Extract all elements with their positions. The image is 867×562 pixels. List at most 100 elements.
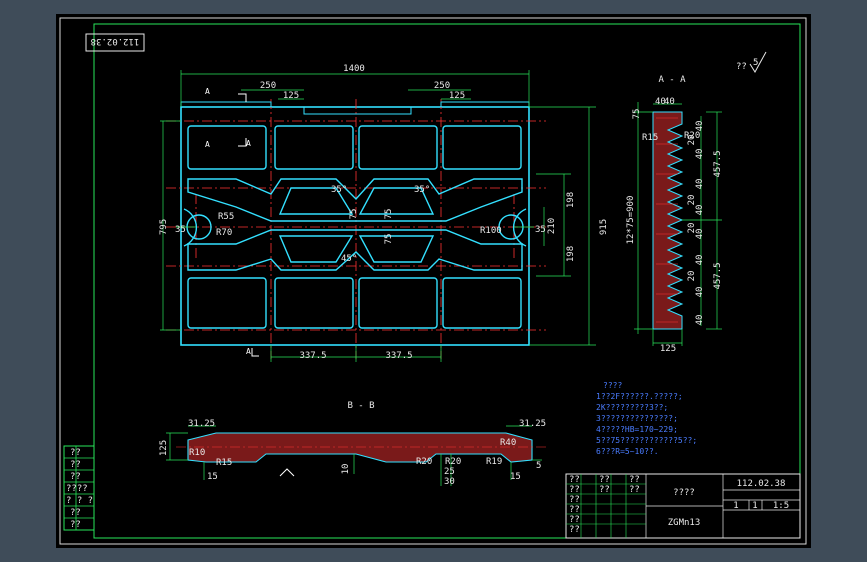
notes-line-1: 1??2F??????.?????; <box>596 392 683 401</box>
roughness-value: 5 <box>753 58 758 68</box>
aa-4575-top: 457.5 <box>713 150 723 177</box>
aa-75: 75 <box>632 109 642 120</box>
aa-40-3: 40 <box>695 179 705 190</box>
side-label-5: ? ? ? <box>66 496 93 506</box>
tb-mid-2: ?? <box>599 485 610 495</box>
aa-pitch: 12*75=900 <box>626 196 636 245</box>
bb-r20-a: R20 <box>416 457 432 467</box>
plan-view <box>160 70 596 362</box>
aa-40-7: 40 <box>695 287 705 298</box>
mirror-number-box <box>85 33 145 52</box>
dim-35-left: 35 <box>175 225 186 235</box>
bb-125: 125 <box>159 440 169 456</box>
dim-337-right: 337.5 <box>385 351 412 361</box>
bb-30: 30 <box>444 477 455 487</box>
roughness-check-icon <box>749 51 767 73</box>
section-bb-view <box>166 425 546 486</box>
dim-angle-b: 35° <box>414 185 430 195</box>
dim-angle-a: 35° <box>331 185 347 195</box>
bb-r15: R15 <box>216 458 232 468</box>
notes-line-5: 5??75????????????5??; <box>596 436 697 445</box>
technical-notes: ???? 1??2F??????.?????; 2K?????????3??; … <box>596 381 697 456</box>
aa-r20: R20 <box>684 131 700 141</box>
bb-r10: R10 <box>189 448 205 458</box>
section-aa-title: A - A <box>658 75 686 85</box>
bb-3125-right: 31.25 <box>519 419 546 429</box>
side-label-3: ?? <box>70 472 81 482</box>
dim-overall-width: 1400 <box>343 64 365 74</box>
dim-r70: R70 <box>216 228 232 238</box>
side-label-4: ???? <box>66 484 88 494</box>
mirror-part-number: 112.02.38 <box>91 36 140 46</box>
aa-20-3: 20 <box>687 223 697 234</box>
aa-20-1: 20 <box>687 135 697 146</box>
aa-20-4: 20 <box>687 271 697 282</box>
notes-line-4: 4?????HB=170~229; <box>596 425 678 434</box>
tb-cell-5: ?? <box>569 515 580 525</box>
section-aa-view <box>634 102 722 346</box>
side-label-7: ?? <box>70 520 81 530</box>
dim-198-top: 198 <box>566 192 576 208</box>
dim-198-bot: 198 <box>566 246 576 262</box>
dim-75-c: 75 <box>384 234 394 245</box>
dim-250-left: 250 <box>260 81 276 91</box>
aa-40-4: 40 <box>695 205 705 216</box>
section-marker-a2: A <box>205 140 210 149</box>
scale-code: 1 <box>752 501 757 511</box>
aa-4575-bot: 457.5 <box>713 262 723 289</box>
tb-cell-4: ?? <box>569 505 580 515</box>
drawing-part-no: 112.02.38 <box>737 479 786 489</box>
aa-top-40b: 40 <box>655 97 666 107</box>
tb-cell-3: ?? <box>569 495 580 505</box>
roughness-prefix: ?? <box>736 62 747 72</box>
aa-40-2: 40 <box>695 149 705 160</box>
aa-bottom-125: 125 <box>660 344 676 354</box>
dim-125-right: 125 <box>449 91 465 101</box>
tb-cell-2: ?? <box>569 485 580 495</box>
aa-40-6: 40 <box>695 255 705 266</box>
tb-cell-6: ?? <box>569 525 580 535</box>
sheet-count: 1 <box>733 501 738 511</box>
title-block: ???? ZGMn13 112.02.38 1 1:5 1 ?? ?? ?? ?… <box>565 473 801 539</box>
bb-15-right: 15 <box>510 472 521 482</box>
dim-75-b: 75 <box>384 209 394 220</box>
outer-frame <box>59 17 807 545</box>
drawing-title: ???? <box>673 488 695 498</box>
bb-3125-left: 31.25 <box>188 419 215 429</box>
tb-mid-3: ?? <box>629 475 640 485</box>
notes-line-2: 2K?????????3??; <box>596 403 668 412</box>
tb-mid-1: ?? <box>599 475 610 485</box>
bb-25: 25 <box>444 467 455 477</box>
aa-40-1: 40 <box>695 121 705 132</box>
section-bb-title: B - B <box>347 401 374 411</box>
aa-r15: R15 <box>642 133 658 143</box>
bb-15-left: 15 <box>207 472 218 482</box>
dim-795: 795 <box>159 219 169 235</box>
drawing-scale: 1:5 <box>773 501 789 511</box>
dim-75-a: 75 <box>349 209 359 220</box>
aa-top-40a: 40 <box>664 97 675 107</box>
dim-angle-c: 45° <box>341 254 357 264</box>
dim-r55: R55 <box>218 212 234 222</box>
section-marker-a3: A <box>246 139 251 148</box>
dim-915: 915 <box>599 219 609 235</box>
aa-40-5: 40 <box>695 229 705 240</box>
drawing-material: ZGMn13 <box>668 518 701 528</box>
dim-125-left: 125 <box>283 91 299 101</box>
notes-line-6: 6???R=5~10??. <box>596 447 659 456</box>
bb-5: 5 <box>536 461 541 471</box>
side-label-6: ?? <box>70 508 81 518</box>
bb-10: 10 <box>341 464 351 475</box>
bb-r19: R19 <box>486 457 502 467</box>
section-marker-a1: A <box>205 87 210 96</box>
dim-337-left: 337.5 <box>299 351 326 361</box>
dim-210: 210 <box>547 218 557 234</box>
aa-40-8: 40 <box>695 315 705 326</box>
tb-mid-4: ?? <box>629 485 640 495</box>
side-label-1: ?? <box>70 448 81 458</box>
drawing-canvas[interactable]: 112.02.38 ?? ?? ?? ???? ? ? ? ?? ?? <box>56 14 811 548</box>
bb-r40: R40 <box>500 438 516 448</box>
notes-line-3: 3???????????????; <box>596 414 678 423</box>
dim-250-right: 250 <box>434 81 450 91</box>
